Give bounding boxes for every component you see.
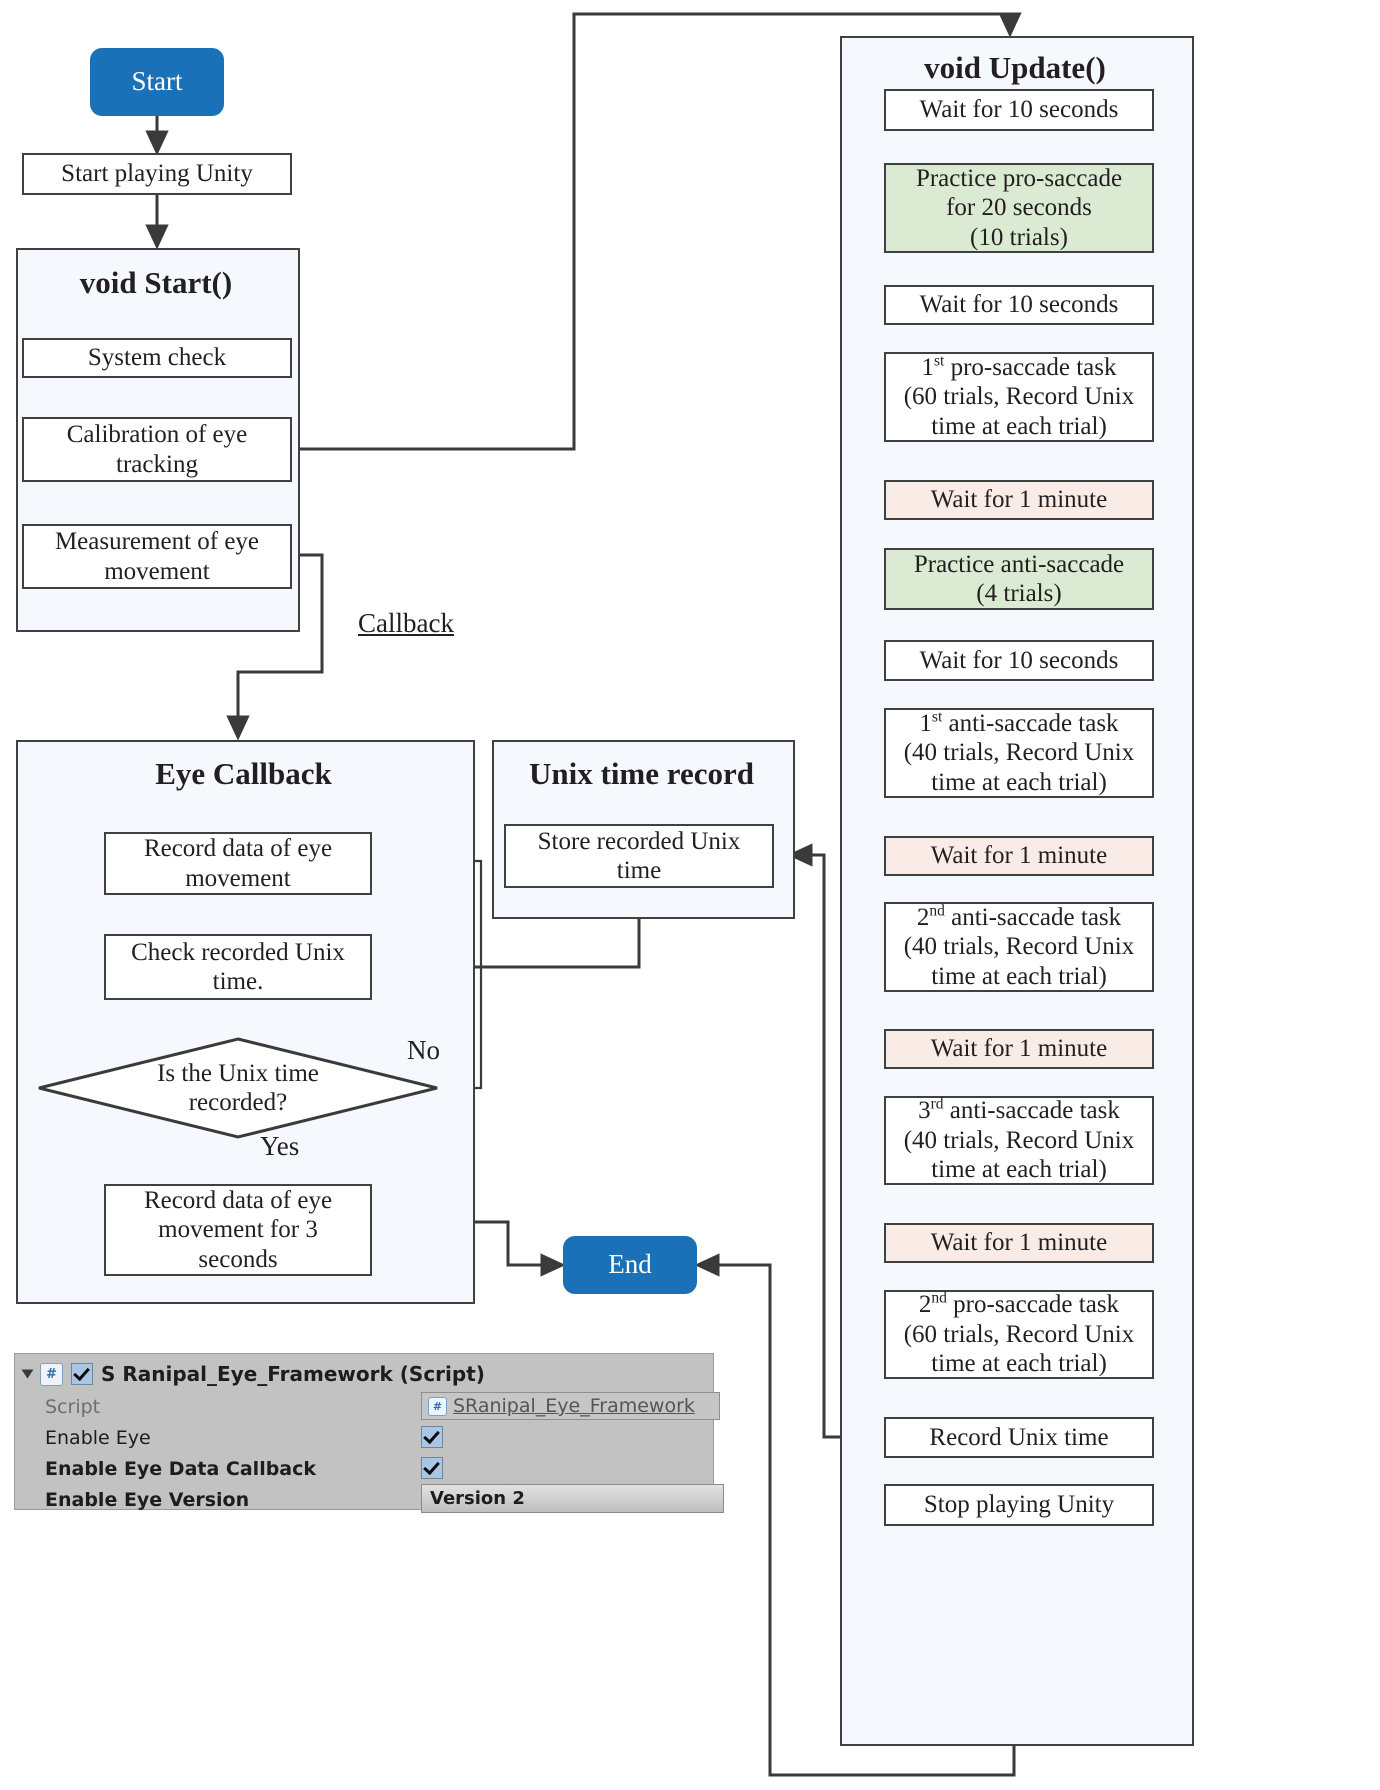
inspector-row-enable-eye-data-callback: Enable Eye Data Callback (45, 1458, 316, 1480)
update-step-box[interactable]: Practice anti-saccade (4 trials) (884, 548, 1154, 610)
update-step-label: 2nd anti-saccade task (40 trials, Record… (903, 902, 1135, 990)
update-step-box[interactable]: 2nd pro-saccade task (60 trials, Record … (884, 1290, 1154, 1379)
store-unix-time-label: Store recorded Unix time (537, 827, 741, 885)
update-step-label: Wait for 10 seconds (919, 291, 1119, 319)
update-step-box[interactable]: 1st pro-saccade task (60 trials, Record … (884, 352, 1154, 442)
update-step-label: Stop playing Unity (923, 1491, 1115, 1519)
csharp-script-icon-small: # (428, 1396, 447, 1416)
update-step-label: Wait for 10 seconds (919, 646, 1119, 674)
script-row-label: Script (45, 1396, 101, 1418)
measurement-box[interactable]: Measurement of eye movement (22, 524, 292, 589)
enable-eye-version-value: Version 2 (430, 1488, 525, 1509)
update-step-label: Record Unix time (929, 1423, 1109, 1451)
triangle-down-icon[interactable] (21, 1369, 34, 1379)
update-step-label: 1st pro-saccade task (60 trials, Record … (903, 352, 1135, 440)
inspector-row-script: Script (45, 1396, 100, 1418)
update-step-box[interactable]: Record Unix time (884, 1417, 1154, 1458)
csharp-script-icon: # (40, 1362, 63, 1386)
inspector-row-enable-eye-version: Enable Eye Version (45, 1489, 249, 1511)
update-step-box[interactable]: 3rd anti-saccade task (40 trials, Record… (884, 1096, 1154, 1185)
update-step-label: Practice pro-saccade for 20 seconds (10 … (915, 164, 1123, 251)
update-step-label: 2nd pro-saccade task (60 trials, Record … (903, 1289, 1135, 1378)
update-step-box[interactable]: Stop playing Unity (884, 1484, 1154, 1526)
unix-time-decision-label: Is the Unix time recorded? (157, 1059, 319, 1117)
enable-eye-label: Enable Eye (45, 1427, 151, 1449)
component-enable-checkbox[interactable] (71, 1363, 93, 1385)
yes-edge-label: Yes (260, 1131, 300, 1161)
start-playing-unity-label: Start playing Unity (61, 160, 253, 188)
enable-eye-data-callback-checkbox[interactable] (421, 1457, 443, 1479)
end-terminal[interactable]: End (563, 1236, 697, 1294)
start-terminal[interactable]: Start (90, 48, 224, 116)
enable-eye-data-callback-label: Enable Eye Data Callback (45, 1458, 317, 1480)
update-step-label: Wait for 1 minute (930, 486, 1108, 514)
unix-time-record-title: Unix time record (529, 756, 754, 791)
update-step-label: Practice anti-saccade (4 trials) (913, 550, 1125, 608)
check-unix-time-label: Check recorded Unix time. (131, 938, 345, 996)
update-step-label: Wait for 1 minute (930, 1229, 1108, 1257)
callback-edge-label: Callback (358, 608, 454, 638)
no-edge-label: No (407, 1035, 440, 1065)
update-step-box[interactable]: Wait for 10 seconds (884, 640, 1154, 681)
script-object-field[interactable]: # SRanipal_Eye_Framework (421, 1392, 720, 1420)
diamond-shape (38, 1037, 438, 1139)
inspector-header-row[interactable]: # S Ranipal_Eye_Framework (Script) (21, 1362, 485, 1386)
enable-eye-checkbox[interactable] (421, 1426, 443, 1448)
update-step-label: 1st anti-saccade task (40 trials, Record… (903, 708, 1135, 796)
record-eye-movement-label: Record data of eye movement (143, 835, 333, 892)
script-object-value: SRanipal_Eye_Framework (453, 1395, 695, 1417)
update-step-box[interactable]: 1st anti-saccade task (40 trials, Record… (884, 708, 1154, 798)
inspector-row-enable-eye: Enable Eye (45, 1427, 151, 1449)
end-terminal-label: End (608, 1249, 652, 1280)
unix-time-decision[interactable]: Is the Unix time recorded? (36, 1036, 440, 1140)
update-step-box[interactable]: Wait for 1 minute (884, 836, 1154, 876)
update-step-label: Wait for 10 seconds (919, 96, 1119, 124)
update-step-box[interactable]: Wait for 1 minute (884, 480, 1154, 520)
update-step-label: 3rd anti-saccade task (40 trials, Record… (903, 1095, 1135, 1184)
system-check-box[interactable]: System check (22, 338, 292, 378)
component-title: S Ranipal_Eye_Framework (Script) (101, 1362, 485, 1386)
unity-inspector-panel[interactable]: # S Ranipal_Eye_Framework (Script) Scrip… (14, 1353, 724, 1513)
update-step-box[interactable]: Wait for 1 minute (884, 1223, 1154, 1263)
start-playing-unity-box[interactable]: Start playing Unity (22, 153, 292, 195)
system-check-label: System check (87, 344, 227, 372)
store-unix-time-box[interactable]: Store recorded Unix time (504, 824, 774, 888)
void-start-title: void Start() (79, 265, 233, 300)
update-step-box[interactable]: Wait for 10 seconds (884, 285, 1154, 325)
start-terminal-label: Start (131, 66, 183, 97)
check-unix-time-box[interactable]: Check recorded Unix time. (104, 934, 372, 1000)
update-step-label: Wait for 1 minute (930, 1035, 1108, 1063)
enable-eye-version-label: Enable Eye Version (45, 1489, 250, 1511)
update-step-box[interactable]: Wait for 1 minute (884, 1029, 1154, 1069)
update-step-box[interactable]: 2nd anti-saccade task (40 trials, Record… (884, 902, 1154, 992)
enable-eye-version-dropdown[interactable]: Version 2 (421, 1484, 724, 1513)
void-update-title: void Update() (924, 50, 1106, 85)
record-eye-movement-box[interactable]: Record data of eye movement (104, 832, 372, 895)
eye-callback-title: Eye Callback (155, 756, 332, 791)
update-step-box[interactable]: Practice pro-saccade for 20 seconds (10 … (884, 163, 1154, 253)
calibration-label: Calibration of eye tracking (66, 421, 248, 478)
calibration-box[interactable]: Calibration of eye tracking (22, 417, 292, 482)
update-step-label: Wait for 1 minute (930, 842, 1108, 870)
record-3-seconds-box[interactable]: Record data of eye movement for 3 second… (104, 1184, 372, 1276)
update-step-box[interactable]: Wait for 10 seconds (884, 89, 1154, 131)
record-3-seconds-label: Record data of eye movement for 3 second… (143, 1186, 333, 1273)
measurement-label: Measurement of eye movement (54, 528, 260, 585)
